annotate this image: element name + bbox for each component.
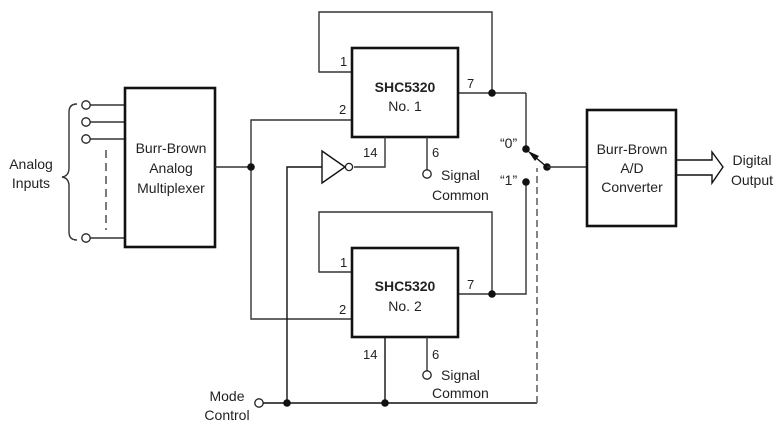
- analog-multiplexer-block: Burr-Brown Analog Multiplexer: [123, 86, 217, 249]
- mode-control-label-line1: Mode: [209, 388, 244, 404]
- shc1-pin14-label: 14: [363, 145, 377, 160]
- shc1-feedback-loop: [318, 11, 493, 93]
- shc2-feedback-loop: [318, 211, 493, 294]
- adc-label-line2: A/D: [620, 160, 643, 176]
- inverter-input-wire: [286, 166, 322, 404]
- shc2-pin2-label: 2: [339, 302, 346, 317]
- shc2-signal-common-terminal[interactable]: [422, 370, 432, 380]
- shc1-pin6-label: 6: [432, 145, 439, 160]
- junction-dot: [488, 290, 496, 298]
- shc2-pin7-label: 7: [467, 277, 474, 292]
- shc2-box: [350, 246, 460, 339]
- shc1-signal-common-line2: Common: [432, 187, 489, 203]
- shc1-signal-common-line1: Signal: [441, 167, 480, 183]
- switch-contact-0: [522, 145, 530, 153]
- selector-switch[interactable]: “0” “1”: [500, 135, 587, 188]
- shc1-subtitle: No. 1: [388, 98, 422, 114]
- junction-dot: [283, 399, 291, 407]
- mux-to-shc-pin2-bus: [250, 119, 351, 320]
- junction-dot: [247, 163, 255, 171]
- input-brace: [61, 103, 78, 241]
- shc2-title: SHC5320: [375, 278, 436, 294]
- ad-converter-block: Burr-Brown A/D Converter: [585, 108, 678, 228]
- shc1-title: SHC5320: [375, 79, 436, 95]
- analog-inputs-label-line1: Analog: [9, 156, 53, 172]
- digital-output: Digital Output: [677, 149, 773, 188]
- junction-dot: [381, 399, 389, 407]
- shc2-subtitle: No. 2: [388, 298, 422, 314]
- adc-box: [585, 108, 678, 228]
- input-terminal-n[interactable]: [81, 233, 91, 243]
- inverter-bubble-icon: [344, 162, 354, 172]
- shc2-signal-common-line2: Common: [432, 385, 489, 401]
- shc1-pin14-wire: [354, 137, 386, 168]
- junction-dot: [488, 89, 496, 97]
- mode-control-label-line2: Control: [204, 407, 249, 423]
- input-terminal-3[interactable]: [81, 134, 91, 144]
- input-terminal-1[interactable]: [81, 100, 91, 110]
- mode-control: Mode Control: [204, 168, 538, 423]
- shc1-pin2-label: 2: [339, 102, 346, 117]
- shc2-output-wire: [459, 185, 527, 295]
- digital-output-label-line1: Digital: [733, 152, 772, 168]
- switch-contact-1: [522, 178, 530, 186]
- digital-output-label-line2: Output: [731, 172, 773, 188]
- shc2-pin1-label: 1: [340, 255, 347, 270]
- switch-position-1-label: “1”: [500, 172, 517, 188]
- shc2-pin14-label: 14: [363, 347, 377, 362]
- multiplexer-label-line2: Analog: [149, 160, 193, 176]
- shc1-pin1-label: 1: [340, 54, 347, 69]
- adc-label-line1: Burr-Brown: [597, 141, 668, 157]
- adc-label-line3: Converter: [601, 179, 663, 195]
- shc5320-no2-block: SHC5320 No. 2 1 2 7 14 6 Signal Common: [318, 185, 527, 404]
- switch-position-0-label: “0”: [500, 135, 517, 151]
- inverter-triangle-icon: [321, 149, 347, 185]
- shc1-pin7-label: 7: [467, 76, 474, 91]
- multiplexer-label-line3: Multiplexer: [137, 180, 205, 196]
- analog-inputs-label-line2: Inputs: [12, 175, 50, 191]
- digital-output-arrow-icon: [677, 149, 724, 186]
- shc5320-no1-block: SHC5320 No. 1 1 2 7 14 6 Signal Common: [318, 11, 527, 203]
- multiplexer-box: [123, 86, 217, 249]
- inverter-gate: [286, 149, 354, 404]
- multiplexer-label-line1: Burr-Brown: [136, 140, 207, 156]
- mode-control-terminal[interactable]: [254, 398, 264, 408]
- switch-arrowhead-icon: [528, 151, 539, 161]
- input-terminal-2[interactable]: [81, 117, 91, 127]
- shc2-pin6-label: 6: [432, 347, 439, 362]
- shc1-box: [350, 46, 460, 139]
- shc2-signal-common-line1: Signal: [441, 367, 480, 383]
- analog-inputs: Analog Inputs: [9, 100, 125, 243]
- shc1-signal-common-terminal[interactable]: [422, 169, 432, 179]
